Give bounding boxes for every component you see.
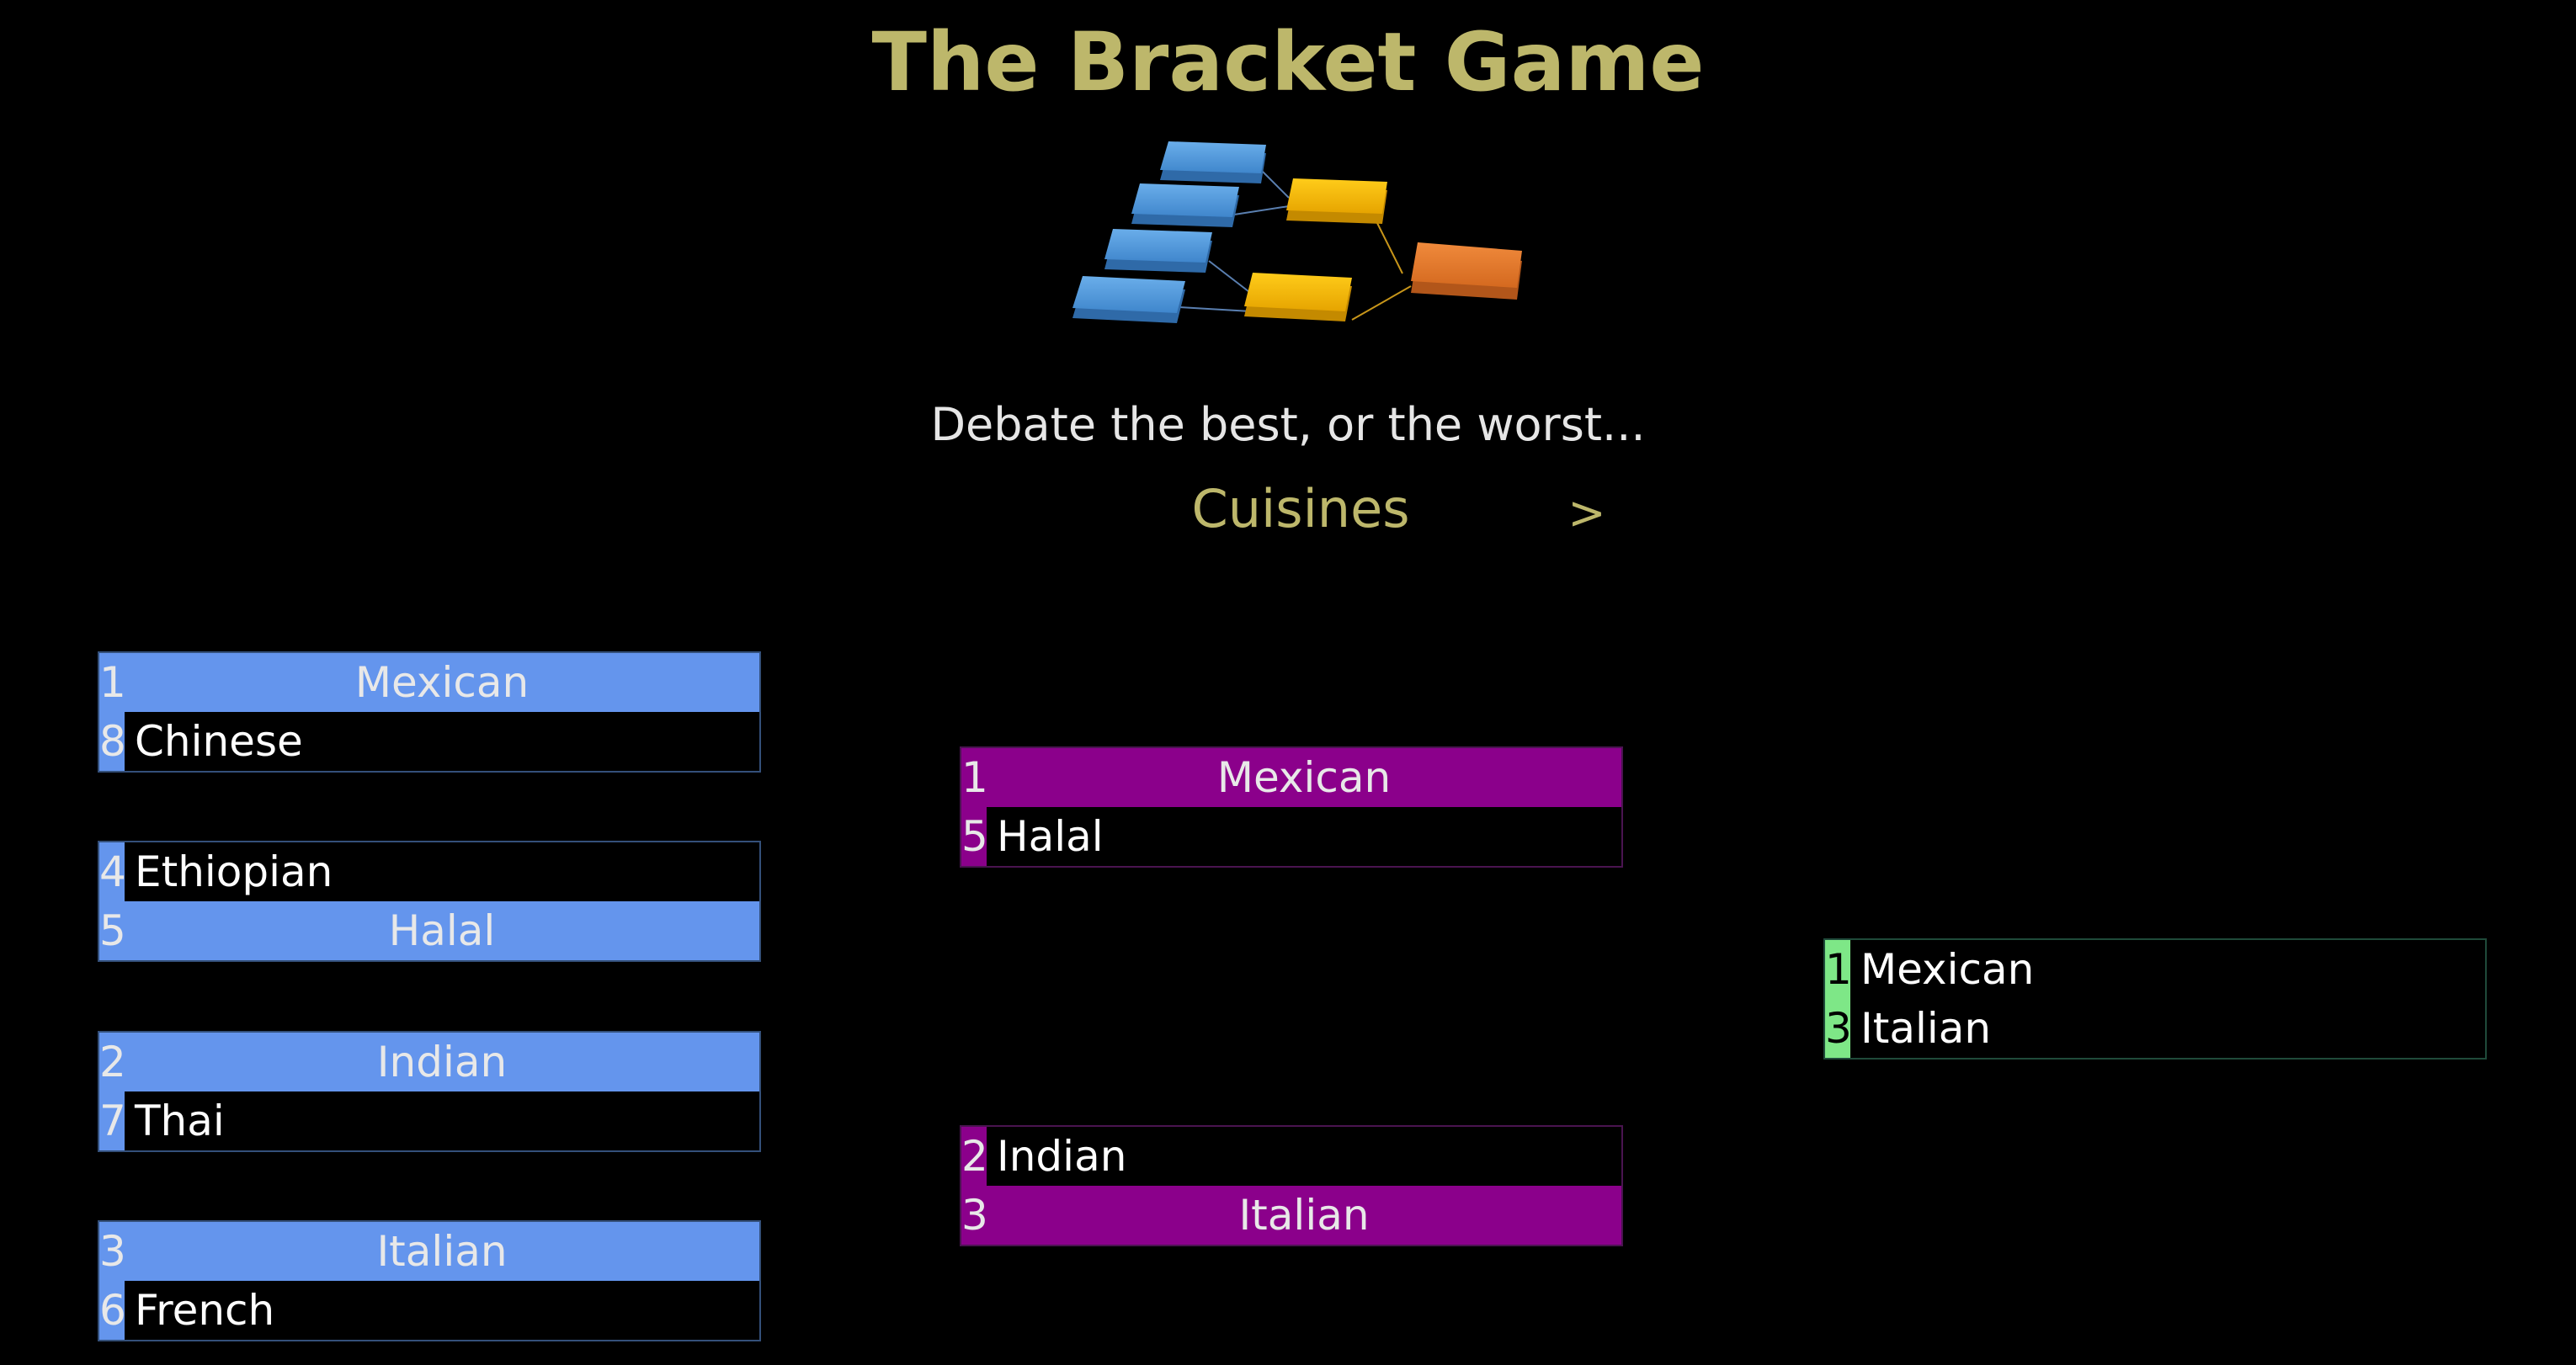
bracket-diagram-icon bbox=[1072, 141, 1522, 323]
seed-number: 1 bbox=[99, 653, 126, 712]
round2-match: 1 Mexican 5 Halal bbox=[960, 746, 1623, 868]
seed-number: 4 bbox=[99, 842, 126, 901]
bracket-entry[interactable]: 3 Italian bbox=[1825, 999, 2485, 1058]
team-name: Halal bbox=[125, 901, 759, 960]
bracket-entry[interactable]: 8 Chinese bbox=[99, 712, 759, 771]
bracket-entry[interactable]: 2 Indian bbox=[99, 1033, 759, 1091]
bracket-entry[interactable]: 5 Halal bbox=[99, 901, 759, 960]
seed-number: 7 bbox=[99, 1091, 126, 1150]
seed-number: 5 bbox=[961, 807, 988, 866]
seed-number: 2 bbox=[961, 1127, 988, 1186]
category-label: Cuisines bbox=[1191, 478, 1410, 539]
team-name: Ethiopian bbox=[125, 842, 759, 901]
seed-number: 6 bbox=[99, 1281, 126, 1340]
team-name: Chinese bbox=[125, 712, 759, 771]
seed-number: 3 bbox=[1825, 999, 1852, 1058]
round2-match: 2 Indian 3 Italian bbox=[960, 1125, 1623, 1246]
seed-number: 3 bbox=[99, 1222, 126, 1281]
bracket-entry[interactable]: 4 Ethiopian bbox=[99, 842, 759, 901]
round1-match: 1 Mexican 8 Chinese bbox=[98, 651, 761, 773]
seed-number: 3 bbox=[961, 1186, 988, 1245]
next-category-button[interactable]: > bbox=[1567, 486, 1606, 539]
bracket-entry[interactable]: 3 Italian bbox=[99, 1222, 759, 1281]
round1-match: 4 Ethiopian 5 Halal bbox=[98, 841, 761, 962]
bracket-entry[interactable]: 1 Mexican bbox=[1825, 940, 2485, 999]
round1-match: 2 Indian 7 Thai bbox=[98, 1031, 761, 1152]
team-name: Mexican bbox=[987, 748, 1621, 807]
bracket-entry[interactable]: 3 Italian bbox=[961, 1186, 1621, 1245]
seed-number: 8 bbox=[99, 712, 126, 771]
team-name: Thai bbox=[125, 1091, 759, 1150]
team-name: Indian bbox=[125, 1033, 759, 1091]
round3-match: 1 Mexican 3 Italian bbox=[1823, 938, 2487, 1060]
round1-match: 3 Italian 6 French bbox=[98, 1220, 761, 1341]
team-name: Indian bbox=[987, 1127, 1621, 1186]
team-name: Italian bbox=[987, 1186, 1621, 1245]
page-title: The Bracket Game bbox=[871, 15, 1705, 109]
team-name: Halal bbox=[987, 807, 1621, 866]
bracket-entry[interactable]: 5 Halal bbox=[961, 807, 1621, 866]
team-name: Italian bbox=[1850, 999, 2485, 1058]
bracket-entry[interactable]: 7 Thai bbox=[99, 1091, 759, 1150]
tagline: Debate the best, or the worst... bbox=[930, 398, 1646, 451]
bracket-entry[interactable]: 1 Mexican bbox=[961, 748, 1621, 807]
seed-number: 2 bbox=[99, 1033, 126, 1091]
bracket-entry[interactable]: 6 French bbox=[99, 1281, 759, 1340]
seed-number: 5 bbox=[99, 901, 126, 960]
team-name: Italian bbox=[125, 1222, 759, 1281]
bracket-entry[interactable]: 2 Indian bbox=[961, 1127, 1621, 1186]
seed-number: 1 bbox=[1825, 940, 1852, 999]
team-name: Mexican bbox=[1850, 940, 2485, 999]
bracket-entry[interactable]: 1 Mexican bbox=[99, 653, 759, 712]
seed-number: 1 bbox=[961, 748, 988, 807]
team-name: Mexican bbox=[125, 653, 759, 712]
team-name: French bbox=[125, 1281, 759, 1340]
